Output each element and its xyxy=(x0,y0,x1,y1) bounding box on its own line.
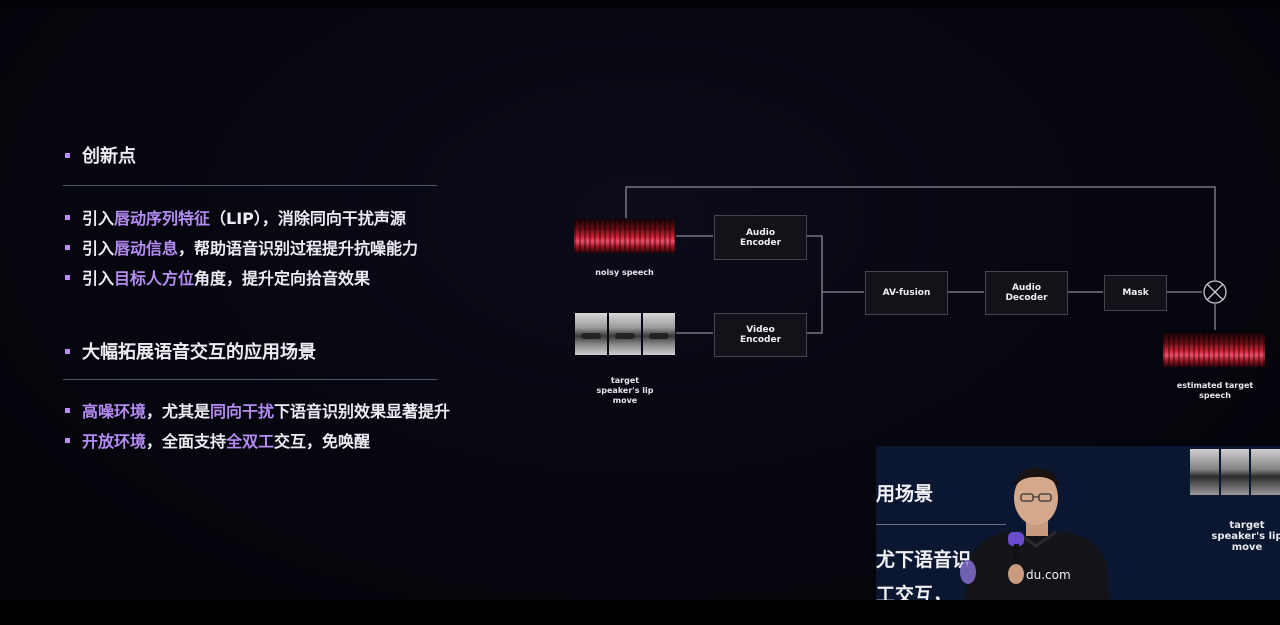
bullet-text: 引入 xyxy=(82,269,115,288)
shirt-logo-text: du.com xyxy=(1026,568,1071,582)
lip-frame xyxy=(1251,449,1280,495)
noisy-speech-label: noisy speech xyxy=(595,268,654,277)
bullet-item: 开放环境，全面支持全双工交互，免唤醒 xyxy=(65,428,370,452)
box-line: Audio xyxy=(745,227,776,238)
inset-slide-text: 尤下语音识 xyxy=(876,549,972,571)
bullet-item: 引入唇动信息，帮助语音识别过程提升抗噪能力 xyxy=(65,235,418,259)
bullet-square-icon xyxy=(65,152,70,158)
bullet-highlight: 唇动信息 xyxy=(114,239,179,258)
bullet-item: 高噪环境，尤其是同向干扰下语音识别效果显著提升 xyxy=(65,398,450,422)
estimated-speech-label: estimated target speech xyxy=(1160,381,1270,401)
noisy-speech-spectrogram xyxy=(574,219,675,253)
bullet-text: ，帮助语音识别过程提升抗噪能力 xyxy=(178,239,419,258)
lip-frame xyxy=(575,313,607,355)
inset-lip-label: target speaker's lip move xyxy=(1204,520,1280,553)
bottom-bar xyxy=(0,600,1280,625)
bullet-text: （LIP），消除同向干扰声源 xyxy=(210,209,406,228)
box-line: Audio xyxy=(1011,283,1042,293)
label-line: speaker's lip xyxy=(596,386,654,395)
bullet-highlight: 同向干扰 xyxy=(210,402,275,421)
section-title-text: 创新点 xyxy=(82,146,136,167)
label-line: speaker's lip xyxy=(1211,531,1280,542)
bullet-item: 引入唇动序列特征（LIP），消除同向干扰声源 xyxy=(65,205,406,229)
lip-frame xyxy=(609,313,641,355)
estimated-speech-spectrogram xyxy=(1163,333,1265,367)
box-line: Video xyxy=(746,325,775,335)
bullet-item: 引入目标人方位角度，提升定向拾音效果 xyxy=(65,265,370,289)
section-title-text: 大幅拓展语音交互的应用场景 xyxy=(82,342,316,363)
lip-frames-image xyxy=(575,313,675,355)
inset-lip-frames xyxy=(1190,449,1280,495)
inset-divider xyxy=(876,524,1006,525)
section-title-applications: 大幅拓展语音交互的应用场景 xyxy=(65,338,316,364)
bullet-square-icon xyxy=(65,408,70,413)
bullet-square-icon xyxy=(65,275,70,280)
bullet-highlight: 全双工 xyxy=(226,432,275,451)
multiply-icon-stroke xyxy=(1206,283,1224,301)
box-line: Decoder xyxy=(1005,293,1048,303)
label-line: target xyxy=(610,376,640,385)
lip-move-label: target speaker's lip move xyxy=(574,376,676,406)
box-line: Encoder xyxy=(739,335,782,345)
bullet-square-icon xyxy=(65,438,70,443)
bullet-text: 引入 xyxy=(82,209,115,228)
box-text: AV-fusion xyxy=(882,288,931,298)
bullet-highlight: 开放环境 xyxy=(82,432,147,451)
lip-frame xyxy=(1190,449,1219,495)
lip-frame xyxy=(1220,449,1250,495)
bullet-text: 下语音识别效果显著提升 xyxy=(274,402,451,421)
bullet-highlight: 目标人方位 xyxy=(114,269,195,288)
lip-frame xyxy=(643,313,675,355)
bullet-text: 引入 xyxy=(82,239,115,258)
label-line: speech xyxy=(1199,391,1231,400)
bullet-square-icon xyxy=(65,245,70,250)
box-text: Mask xyxy=(1122,288,1149,298)
section-divider xyxy=(63,379,437,380)
bullet-highlight: 唇动序列特征 xyxy=(114,209,211,228)
bullet-text: ，全面支持 xyxy=(146,432,227,451)
connector-line xyxy=(806,235,823,334)
bullet-text: 交互，免唤醒 xyxy=(274,432,371,451)
label-line: move xyxy=(612,396,638,405)
label-line: target xyxy=(1229,520,1265,531)
bullet-square-icon xyxy=(65,348,70,354)
av-fusion-box: AV-fusion xyxy=(865,271,948,315)
section-title-innovation: 创新点 xyxy=(65,142,136,168)
bullet-text: ，尤其是 xyxy=(146,402,211,421)
box-line: Encoder xyxy=(739,237,782,248)
label-line: move xyxy=(1231,542,1263,553)
section-divider xyxy=(63,185,437,186)
bullet-square-icon xyxy=(65,215,70,220)
multiply-icon xyxy=(1203,280,1227,304)
bullet-highlight: 高噪环境 xyxy=(82,402,147,421)
mask-box: Mask xyxy=(1104,275,1167,311)
skip-connection-line xyxy=(625,186,1216,280)
label-line: estimated target xyxy=(1176,381,1254,390)
bullet-text: 角度，提升定向拾音效果 xyxy=(194,269,371,288)
inset-slide-text: 用场景 xyxy=(876,483,934,505)
